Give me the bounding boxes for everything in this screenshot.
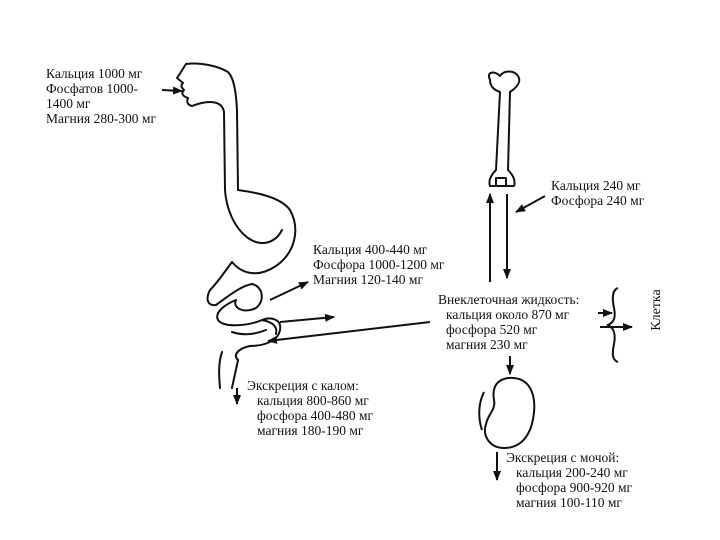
urine-title: Экскреция с мочой: bbox=[506, 450, 620, 465]
intake-arrow bbox=[161, 86, 183, 95]
bone-line: Кальция 240 мг bbox=[551, 178, 641, 193]
absorption-line: Магния 120-140 мг bbox=[313, 272, 424, 287]
intake-line: Магния 280-300 мг bbox=[46, 111, 157, 126]
intake-text: Кальция 1000 мг Фосфатов 1000- 1400 мг М… bbox=[46, 66, 156, 126]
intake-line: Кальция 1000 мг bbox=[46, 66, 143, 81]
urine-line: фосфора 900-920 мг bbox=[516, 480, 633, 495]
feces-title: Экскреция с калом: bbox=[247, 378, 359, 393]
feces-line: магния 180-190 мг bbox=[257, 423, 364, 438]
ecf-title: Внеклеточная жидкость: bbox=[438, 292, 580, 307]
cell-bracket bbox=[605, 287, 619, 363]
return-to-gut-arrow bbox=[267, 321, 431, 344]
absorption-line: Фосфора 1000-1200 мг bbox=[313, 257, 445, 272]
intake-line: Фосфатов 1000- bbox=[46, 81, 139, 96]
ecf-text: Внеклеточная жидкость: кальция около 870… bbox=[438, 292, 579, 352]
absorption-arrow-right bbox=[279, 313, 335, 323]
feces-text: Экскреция с калом: кальция 800-860 мг фо… bbox=[247, 378, 373, 438]
kidney-drawing bbox=[478, 376, 536, 449]
absorption-line: Кальция 400-440 мг bbox=[313, 242, 428, 257]
absorption-arrow-up bbox=[269, 281, 309, 301]
feces-line: кальция 800-860 мг bbox=[257, 393, 369, 408]
urine-line: магния 100-110 мг bbox=[516, 495, 622, 510]
bone-drawing bbox=[488, 70, 521, 187]
urine-text: Экскреция с мочой: кальция 200-240 мг фо… bbox=[506, 450, 632, 510]
urine-line: кальция 200-240 мг bbox=[516, 465, 628, 480]
arrows bbox=[161, 86, 633, 481]
ecf-line: фосфора 520 мг bbox=[446, 322, 538, 337]
ecf-line: кальция около 870 мг bbox=[446, 307, 570, 322]
digestive-tract-drawing bbox=[176, 62, 297, 389]
bone-line: Фосфора 240 мг bbox=[551, 193, 645, 208]
intake-line: 1400 мг bbox=[46, 96, 91, 111]
bone-label-arrow bbox=[515, 195, 546, 213]
cell-label: Клетка bbox=[649, 289, 664, 331]
absorption-text: Кальция 400-440 мг Фосфора 1000-1200 мг … bbox=[313, 242, 444, 287]
ecf-line: магния 230 мг bbox=[446, 337, 528, 352]
bone-text: Кальция 240 мг Фосфора 240 мг bbox=[551, 178, 644, 208]
feces-line: фосфора 400-480 мг bbox=[257, 408, 374, 423]
